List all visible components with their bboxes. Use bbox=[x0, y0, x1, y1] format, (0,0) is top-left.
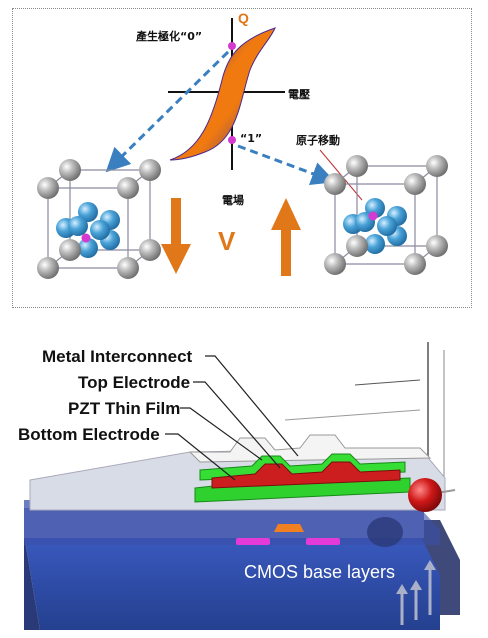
corner-atom bbox=[139, 159, 161, 181]
oxygen-atom bbox=[78, 202, 98, 222]
corner-atom bbox=[426, 235, 448, 257]
corner-atom bbox=[404, 173, 426, 195]
corner-atom bbox=[404, 253, 426, 275]
corner-atom bbox=[139, 239, 161, 261]
leader-bottom-electrode bbox=[165, 433, 236, 481]
corner-atom bbox=[59, 239, 81, 261]
corner-atom bbox=[324, 253, 346, 275]
voltage-symbol: V bbox=[218, 226, 236, 256]
corner-atom bbox=[346, 155, 368, 177]
unit-cell-right bbox=[324, 155, 448, 275]
label-metal-interconnect: Metal Interconnect bbox=[42, 347, 193, 366]
leader-metal-interconnect bbox=[205, 355, 299, 457]
down-arrow-icon bbox=[161, 198, 191, 274]
oxygen-atom bbox=[365, 234, 385, 254]
metal-interconnect bbox=[188, 434, 432, 463]
oxygen-atom bbox=[78, 238, 98, 258]
state-zero-point bbox=[228, 42, 236, 50]
state-one-label: “1” bbox=[240, 132, 262, 145]
corner-atom bbox=[426, 155, 448, 177]
central-atom bbox=[81, 233, 91, 243]
hysteresis-loop bbox=[169, 27, 276, 161]
label-bottom-electrode: Bottom Electrode bbox=[18, 425, 160, 444]
corner-atom bbox=[37, 257, 59, 279]
atom-move-label: 原子移動 bbox=[296, 133, 340, 147]
contact-pad-orange bbox=[274, 524, 304, 532]
corner-atom bbox=[37, 177, 59, 199]
q-axis-label: Q bbox=[238, 10, 249, 26]
state-zero-label: 產生極化“0” bbox=[135, 29, 202, 43]
feram-cross-section: Metal Interconnect Top Electrode PZT Thi… bbox=[18, 342, 460, 630]
ferroelectric-diagram: Q 電壓 產生極化“0” “1” 原子移動 電場 V bbox=[37, 10, 448, 279]
label-cmos: CMOS base layers bbox=[244, 562, 395, 582]
contact-pad-right bbox=[306, 538, 340, 545]
dashed-arrow-left bbox=[105, 50, 230, 173]
probe-ball bbox=[408, 478, 442, 512]
electric-field-label: 電場 bbox=[222, 193, 244, 207]
leader-pzt-film bbox=[180, 407, 263, 461]
unit-cell-left bbox=[37, 159, 161, 279]
oxygen-atom bbox=[90, 220, 110, 240]
voltage-label: 電壓 bbox=[288, 88, 310, 101]
top-electrode bbox=[211, 461, 401, 489]
label-pzt-film: PZT Thin Film bbox=[68, 399, 180, 418]
corner-atom bbox=[324, 173, 346, 195]
oxygen-atom bbox=[68, 216, 88, 236]
label-top-electrode: Top Electrode bbox=[78, 373, 190, 392]
corner-atom bbox=[59, 159, 81, 181]
current-arrows-icon bbox=[396, 560, 436, 625]
leader-top-electrode bbox=[193, 381, 281, 469]
corner-atom bbox=[117, 257, 139, 279]
oxygen-atom bbox=[377, 216, 397, 236]
central-atom bbox=[368, 211, 378, 221]
up-arrow-icon bbox=[271, 198, 301, 276]
dashed-arrow-right bbox=[237, 144, 336, 186]
cmos-base-layers bbox=[24, 535, 440, 630]
corner-atom bbox=[117, 177, 139, 199]
state-one-point bbox=[228, 136, 236, 144]
contact-pad-left bbox=[236, 538, 270, 545]
corner-atom bbox=[346, 235, 368, 257]
